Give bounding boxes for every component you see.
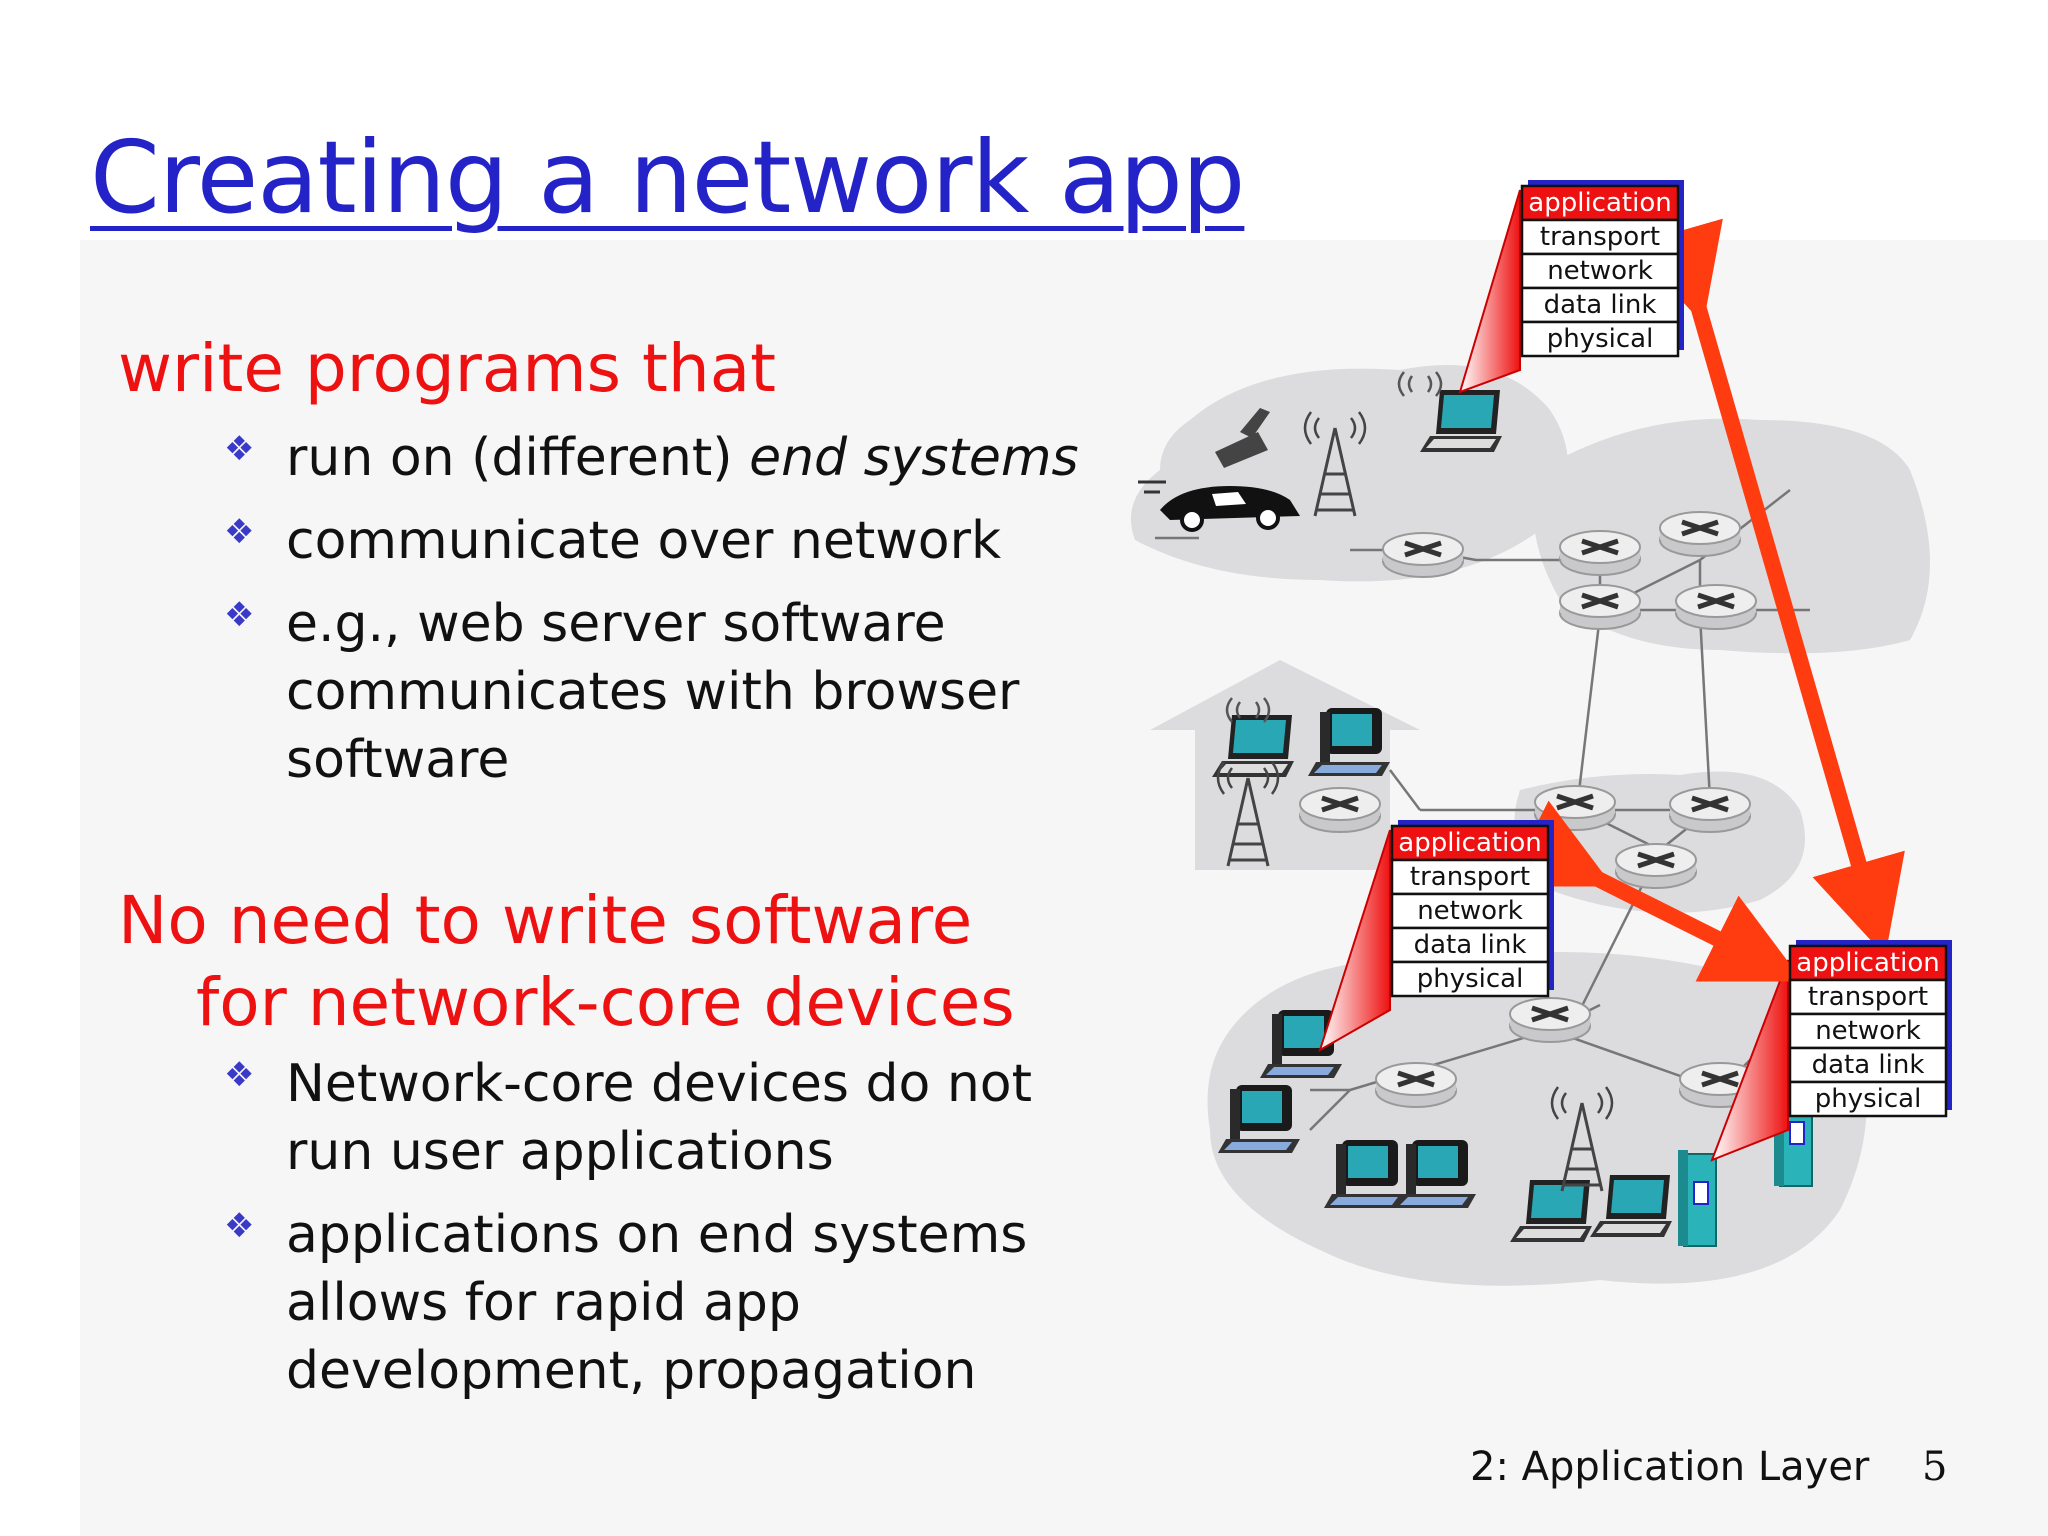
heading-write-programs: write programs that <box>118 330 777 407</box>
stack-layer-physical: physical <box>1547 324 1654 354</box>
stack-layer-box <box>1788 1080 1948 1118</box>
desktop-computer-icon <box>1308 708 1390 776</box>
footer-chapter-label: 2: Application Layer <box>1470 1444 1870 1490</box>
callout-top <box>1458 189 1521 394</box>
bullet-text: communicate over network <box>286 511 1002 571</box>
stack-layer-network: network <box>1417 896 1523 926</box>
stack-layer-box <box>1520 184 1680 222</box>
bullet-list-core: ❖ Network-core devices do not run user a… <box>118 1050 1118 1420</box>
heading-line-1: No need to write software <box>118 882 973 959</box>
stack-layer-data-link: data link <box>1544 290 1657 320</box>
router-icon <box>1670 788 1750 832</box>
stack-layer-network: network <box>1547 256 1653 286</box>
callout-middle <box>1318 829 1391 1053</box>
heading-line-2: for network-core devices <box>196 964 1015 1041</box>
router-icon <box>1660 512 1740 556</box>
stack-layer-network: network <box>1815 1016 1921 1046</box>
router-icon <box>1376 1063 1456 1107</box>
router-icon <box>1676 585 1756 629</box>
list-item: ❖ e.g., web server software communicates… <box>118 590 1118 794</box>
stack-layer-box <box>1788 1046 1948 1084</box>
heading-no-need: No need to write software for network-co… <box>118 880 1078 1044</box>
diamond-bullet-icon: ❖ <box>224 595 255 635</box>
stack-layer-box <box>1390 960 1550 998</box>
stack-layer-transport: transport <box>1808 982 1928 1012</box>
stack-layer-data-link: data link <box>1812 1050 1925 1080</box>
cloud-wireless <box>1130 365 1568 582</box>
bullet-emphasis: end systems <box>749 428 1079 488</box>
callout-bottom <box>1710 959 1789 1162</box>
stack-layer-application: application <box>1398 828 1541 858</box>
diamond-bullet-icon: ❖ <box>224 1206 255 1246</box>
list-item: ❖ Network-core devices do not run user a… <box>118 1050 1118 1186</box>
cell-phone-icon <box>1215 408 1270 468</box>
list-item: ❖ run on (different) end systems <box>118 424 1118 492</box>
communication-arrows <box>1505 218 1905 982</box>
network-diagram: application transport network data link phys… <box>1130 180 1952 1286</box>
list-item: ❖ communicate over network <box>118 507 1118 575</box>
desktop-computer-icon <box>1218 1085 1300 1153</box>
router-icon <box>1383 533 1463 577</box>
stack-layer-transport: transport <box>1540 222 1660 252</box>
bullet-list-programs: ❖ run on (different) end systems ❖ commu… <box>118 424 1118 809</box>
stack-layer-data-link: data link <box>1414 930 1527 960</box>
desktop-computer-icon <box>1324 1140 1406 1208</box>
protocol-stack-middle: application transport network data link phys… <box>1390 820 1554 998</box>
stack-layer-application: application <box>1796 948 1939 978</box>
stack-layer-box <box>1788 978 1948 1016</box>
stack-layer-box <box>1520 320 1680 358</box>
list-item: ❖ applications on end systems allows for… <box>118 1201 1118 1405</box>
protocol-stack-bottom: application transport network data link phys… <box>1788 940 1952 1118</box>
router-icon <box>1560 531 1640 575</box>
stack-layer-box <box>1520 218 1680 256</box>
stack-layer-physical: physical <box>1417 964 1524 994</box>
stack-layer-box <box>1788 1012 1948 1050</box>
protocol-stack-top: application transport network data link phys… <box>1520 180 1684 358</box>
diamond-bullet-icon: ❖ <box>224 1055 255 1095</box>
bullet-text: e.g., web server software communicates w… <box>286 594 1020 790</box>
diamond-bullet-icon: ❖ <box>224 429 255 469</box>
router-icon <box>1560 585 1640 629</box>
desktop-computer-icon <box>1394 1140 1476 1208</box>
bullet-text: run on (different) <box>286 428 750 488</box>
page-number: 5 <box>1922 1444 1948 1490</box>
stack-layer-box <box>1390 858 1550 896</box>
router-icon <box>1300 788 1380 832</box>
stack-layer-physical: physical <box>1815 1084 1922 1114</box>
slide-title: Creating a network app <box>90 119 1245 236</box>
server-icon <box>1677 1149 1717 1247</box>
router-icon <box>1510 998 1590 1042</box>
router-icon <box>1616 844 1696 888</box>
car-icon <box>1138 480 1300 532</box>
bullet-text: applications on end systems allows for r… <box>286 1205 1028 1401</box>
stack-layer-transport: transport <box>1410 862 1530 892</box>
stack-layer-application: application <box>1528 188 1671 218</box>
bullet-text: Network-core devices do not run user app… <box>286 1054 1032 1182</box>
diamond-bullet-icon: ❖ <box>224 512 255 552</box>
